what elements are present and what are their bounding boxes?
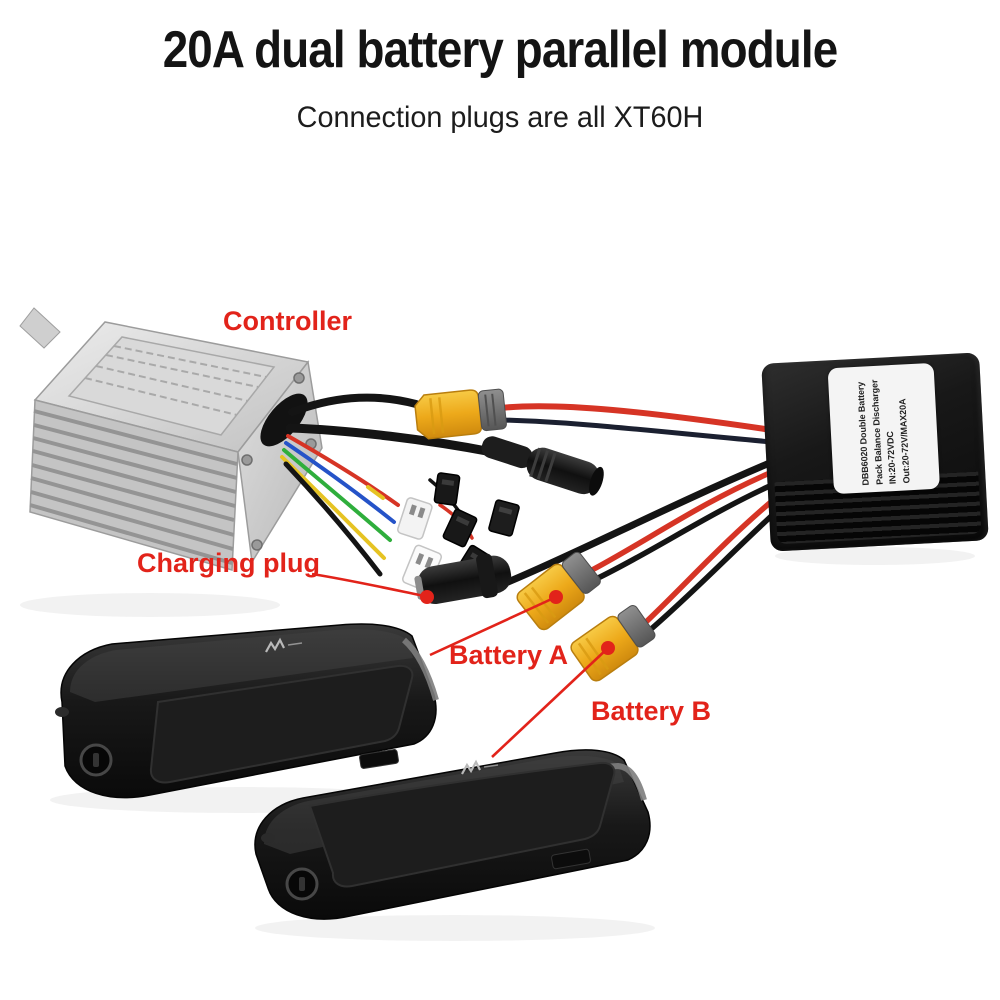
parallel-module-photo: DBB6020 Double Battery Pack Balance Disc… — [761, 352, 989, 552]
battery-a-photo — [55, 623, 439, 799]
connector-cluster — [397, 472, 520, 592]
controller-callout-label: Controller — [223, 306, 353, 336]
battery-a-logo — [265, 637, 303, 653]
battery-a-trim — [401, 637, 439, 701]
battery-b-photo — [254, 749, 651, 920]
charging-plug-callout-label: Charging plug — [137, 548, 320, 578]
battery-b-front-panel — [308, 761, 616, 888]
battery-a-black-wire — [593, 481, 777, 582]
main-xt60-feed-wire — [288, 393, 420, 416]
yellow-stub-wire — [366, 485, 385, 500]
battery-b-logo — [461, 759, 499, 775]
controller-photo — [19, 307, 323, 571]
battery-a-latch — [359, 749, 399, 769]
fan-blue-wire — [284, 441, 396, 524]
motor-cable — [285, 423, 497, 457]
xt60-battery-b-connector — [570, 605, 656, 682]
controller-mount-tab — [19, 307, 61, 349]
battery-b-latch — [551, 848, 591, 870]
battery-b-callout-label: Battery B — [591, 696, 712, 726]
controller-etched-text-lines — [84, 345, 267, 416]
battery-b-charge-port — [261, 833, 275, 843]
battery-a-top-sheen — [70, 629, 413, 702]
wire-harness — [280, 393, 783, 633]
fan-yellow-wire — [280, 455, 386, 560]
module-spec-sticker: DBB6020 Double Battery Pack Balance Disc… — [827, 362, 941, 495]
battery-b-black-wire — [647, 505, 783, 633]
page-title: 20A dual battery parallel module — [162, 21, 838, 79]
xt60-main-connector — [414, 388, 507, 440]
battery-a-red-wire — [589, 469, 775, 573]
fan-green-wire — [282, 448, 392, 542]
page-subtitle: Connection plugs are all XT60H — [296, 101, 704, 134]
module-input-black-wire — [499, 417, 775, 445]
battery-a-charge-port — [55, 707, 69, 717]
controller-cooling-fins — [29, 409, 238, 565]
module-input-red-wire — [497, 403, 775, 433]
battery-a-callout-label: Battery A — [449, 640, 569, 670]
battery-a-front-panel — [149, 664, 414, 784]
controller-spec-plate — [67, 336, 276, 436]
motor-connector — [481, 436, 604, 496]
fan-red-wire — [286, 434, 400, 507]
battery-b-red-wire — [643, 493, 781, 625]
fan-black-wire — [283, 461, 383, 577]
charging-lead-cable — [504, 458, 776, 586]
